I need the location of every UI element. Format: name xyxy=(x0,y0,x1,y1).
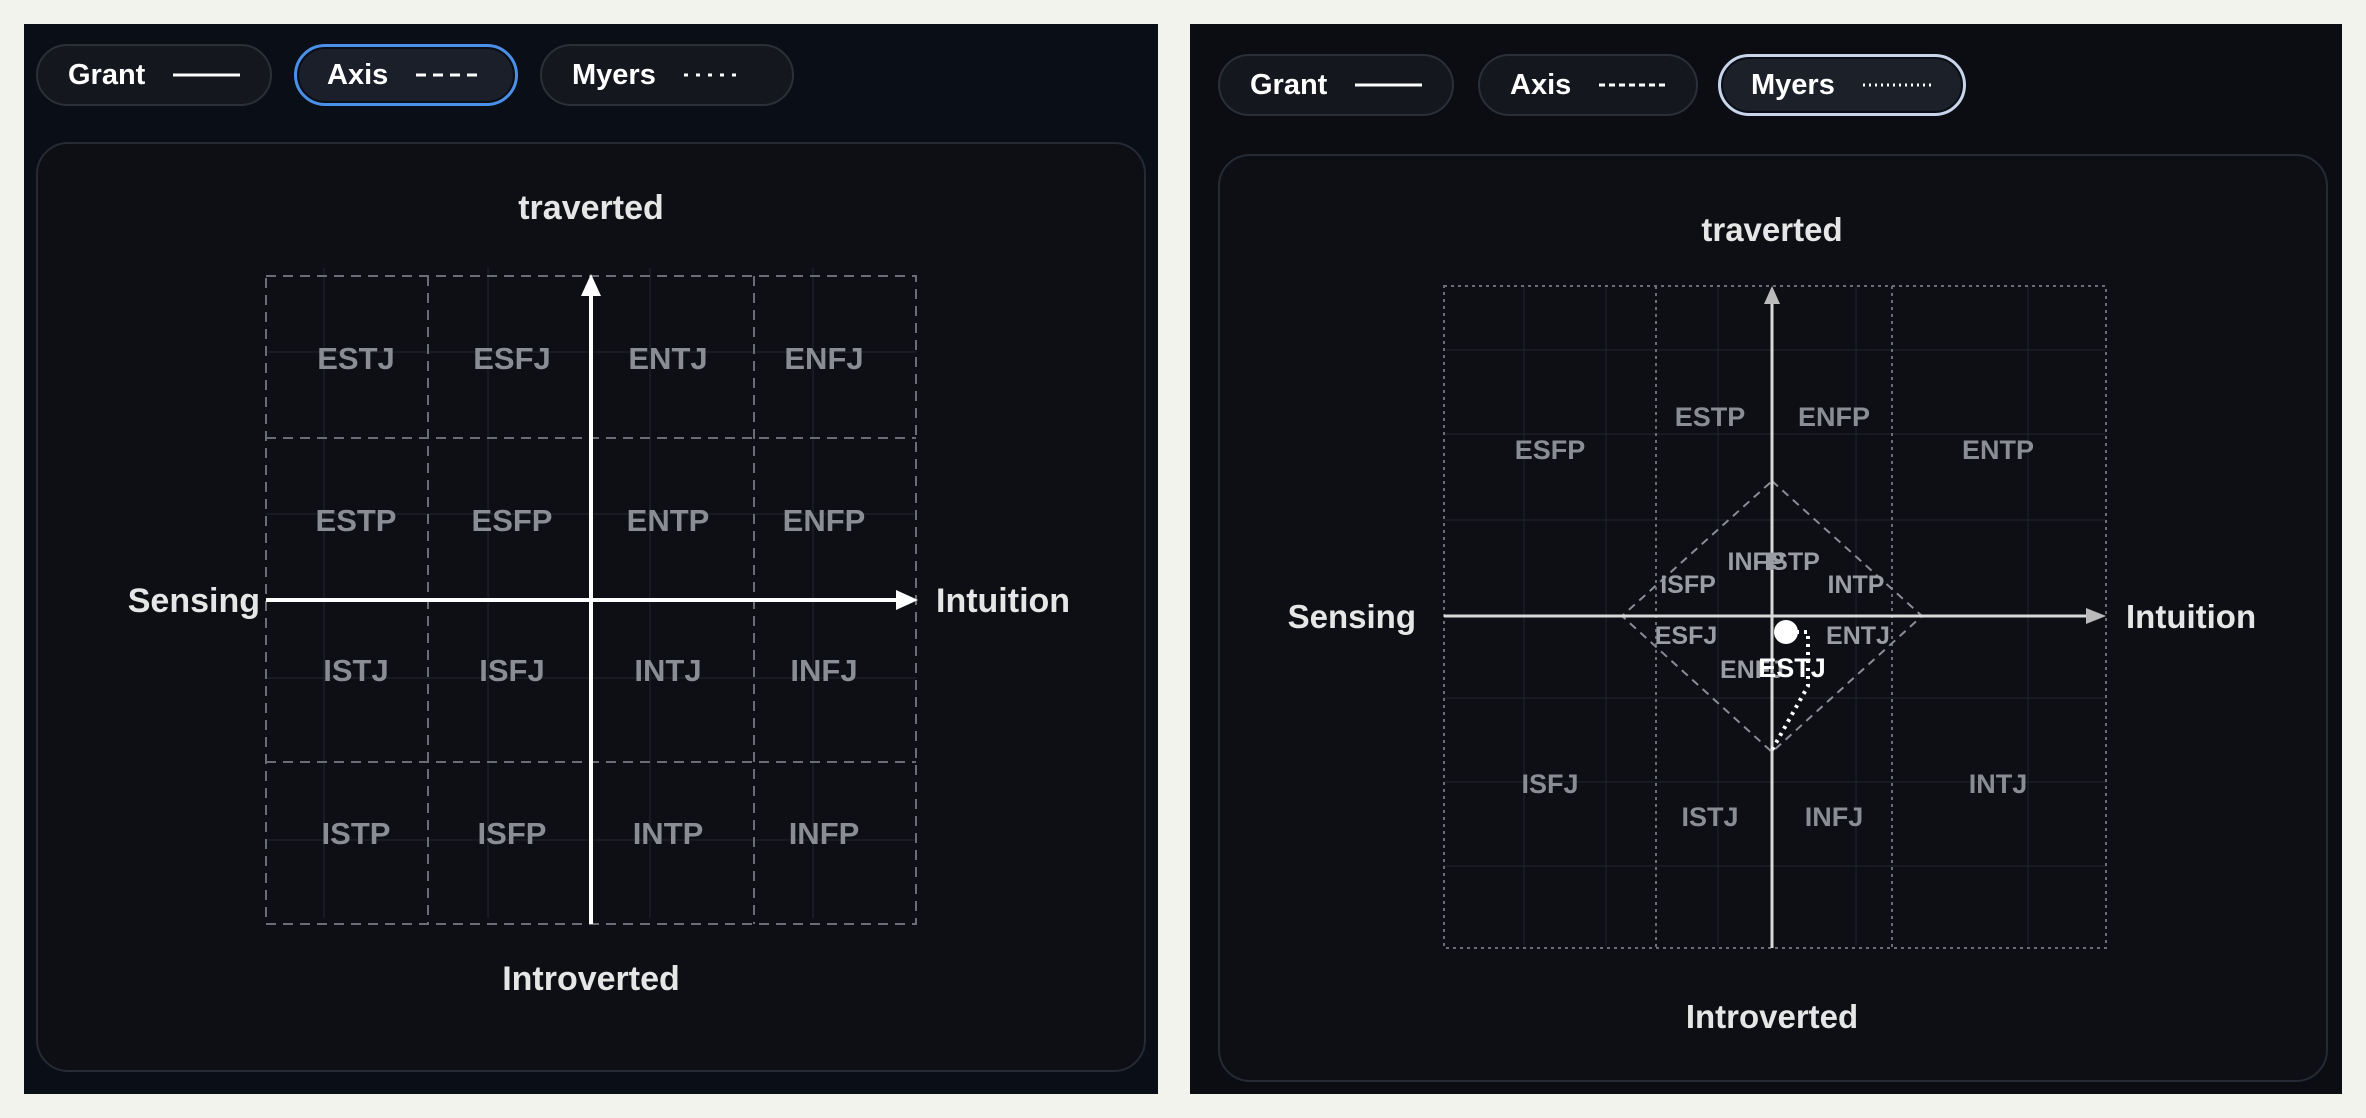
solid-line-icon xyxy=(173,73,240,77)
axis-labels: traverted Introverted Sensing Intuition xyxy=(128,189,1070,998)
tab-label: Myers xyxy=(1751,68,1835,101)
cell-label: ENTJ xyxy=(628,341,707,376)
type-label: ESTP xyxy=(1675,402,1746,432)
type-label: INTJ xyxy=(1969,769,2028,799)
diamond-outline xyxy=(1620,479,1924,754)
cell-label: ENFJ xyxy=(784,341,863,376)
type-label: ENTJ xyxy=(1826,622,1890,650)
dotted-line-icon xyxy=(683,73,744,77)
arrow-right-icon xyxy=(896,590,918,610)
arrow-up-icon xyxy=(581,274,601,296)
cell-label: ESFP xyxy=(472,503,553,538)
axis-right-label: Intuition xyxy=(936,582,1070,620)
cell-label: ENFP xyxy=(783,503,866,538)
cell-label: ENTP xyxy=(627,503,710,538)
cell-label: ISFJ xyxy=(479,653,544,688)
tab-label: Grant xyxy=(68,58,146,91)
type-label: ESFJ xyxy=(1655,622,1718,650)
chart-card: ESTJ ESFJ ENTJ ENFJ ESTP ESFP ENTP ENFP … xyxy=(36,142,1146,1072)
type-label: INFP xyxy=(1728,548,1785,576)
dashed-line-icon xyxy=(1599,83,1666,87)
cell-label: ESTJ xyxy=(317,341,395,376)
selected-outline xyxy=(1770,630,1810,751)
cell-label: INTJ xyxy=(634,653,701,688)
right-panel: Grant Axis Myers xyxy=(1190,24,2342,1094)
cell-labels: ESTJ ESFJ ENTJ ENFJ ESTP ESFP ENTP ENFP … xyxy=(316,341,866,851)
arrow-up-icon xyxy=(1764,286,1780,304)
solid-line-icon xyxy=(1355,83,1422,87)
minor-grid xyxy=(1444,286,2106,946)
type-label: ISFP xyxy=(1660,571,1716,599)
type-label: ENFP xyxy=(1798,402,1870,432)
left-panel: Grant Axis Myers xyxy=(24,24,1158,1094)
axes xyxy=(1444,304,2088,948)
type-label: ESFP xyxy=(1515,435,1586,465)
tab-axis[interactable]: Axis xyxy=(294,44,518,106)
dashed-line-icon xyxy=(416,73,485,77)
selected-type-label: ESTJ xyxy=(1758,653,1826,683)
diamond-labels: INFP ISTP ISFP INTP ESFJ ENTJ ENFJ xyxy=(1655,548,1890,684)
tab-label: Grant xyxy=(1250,68,1328,101)
selected-marker[interactable] xyxy=(1774,620,1798,644)
tab-myers[interactable]: Myers xyxy=(1718,54,1966,116)
myers-chart: ESFP ESTP ENFP ENTP ISFJ ISTJ INFJ INTJ … xyxy=(1288,211,2256,1035)
type-label: INFJ xyxy=(1805,802,1864,832)
outer-labels: ESFP ESTP ENFP ENTP ISFJ ISTJ INFJ INTJ xyxy=(1515,402,2034,832)
axis-bottom-label: Introverted xyxy=(1686,998,1858,1035)
axis-right-label: Intuition xyxy=(2126,598,2256,635)
type-label: ISTJ xyxy=(1681,802,1738,832)
type-label: ENFJ xyxy=(1720,656,1784,684)
dotted-line-icon xyxy=(1862,83,1933,87)
cell-label: ESTP xyxy=(316,503,397,538)
cell-label: INFP xyxy=(789,816,860,851)
axis-top-label: traverted xyxy=(1701,211,1842,248)
tab-label: Myers xyxy=(572,58,656,91)
tab-label: Axis xyxy=(327,58,389,91)
type-label: ENTP xyxy=(1962,435,2034,465)
tab-grant[interactable]: Grant xyxy=(1218,54,1454,116)
cell-label: ISTP xyxy=(322,816,391,851)
tab-axis[interactable]: Axis xyxy=(1478,54,1698,116)
tab-label: Axis xyxy=(1510,68,1572,101)
axis-top-label: traverted xyxy=(518,189,664,227)
axis-bottom-label: Introverted xyxy=(502,960,680,998)
axis-left-label: Sensing xyxy=(1288,598,1416,635)
tab-myers[interactable]: Myers xyxy=(540,44,794,106)
axis-left-label: Sensing xyxy=(128,582,260,620)
axis-labels: traverted Introverted Sensing Intuition xyxy=(1288,211,2256,1035)
type-label: INTP xyxy=(1828,571,1885,599)
arrow-right-icon xyxy=(2086,608,2106,624)
cell-label: ISFP xyxy=(478,816,547,851)
type-label: ISFJ xyxy=(1521,769,1578,799)
cell-label: ESFJ xyxy=(473,341,551,376)
type-label: ISTP xyxy=(1764,548,1820,576)
cell-label: INTP xyxy=(633,816,704,851)
cell-label: ISTJ xyxy=(323,653,388,688)
cell-label: INFJ xyxy=(790,653,857,688)
tab-grant[interactable]: Grant xyxy=(36,44,272,106)
chart-card: ESFP ESTP ENFP ENTP ISFJ ISTJ INFJ INTJ … xyxy=(1218,154,2328,1082)
type-grid-chart: ESTJ ESFJ ENTJ ENFJ ESTP ESFP ENTP ENFP … xyxy=(128,189,1070,998)
axes xyxy=(266,292,902,924)
